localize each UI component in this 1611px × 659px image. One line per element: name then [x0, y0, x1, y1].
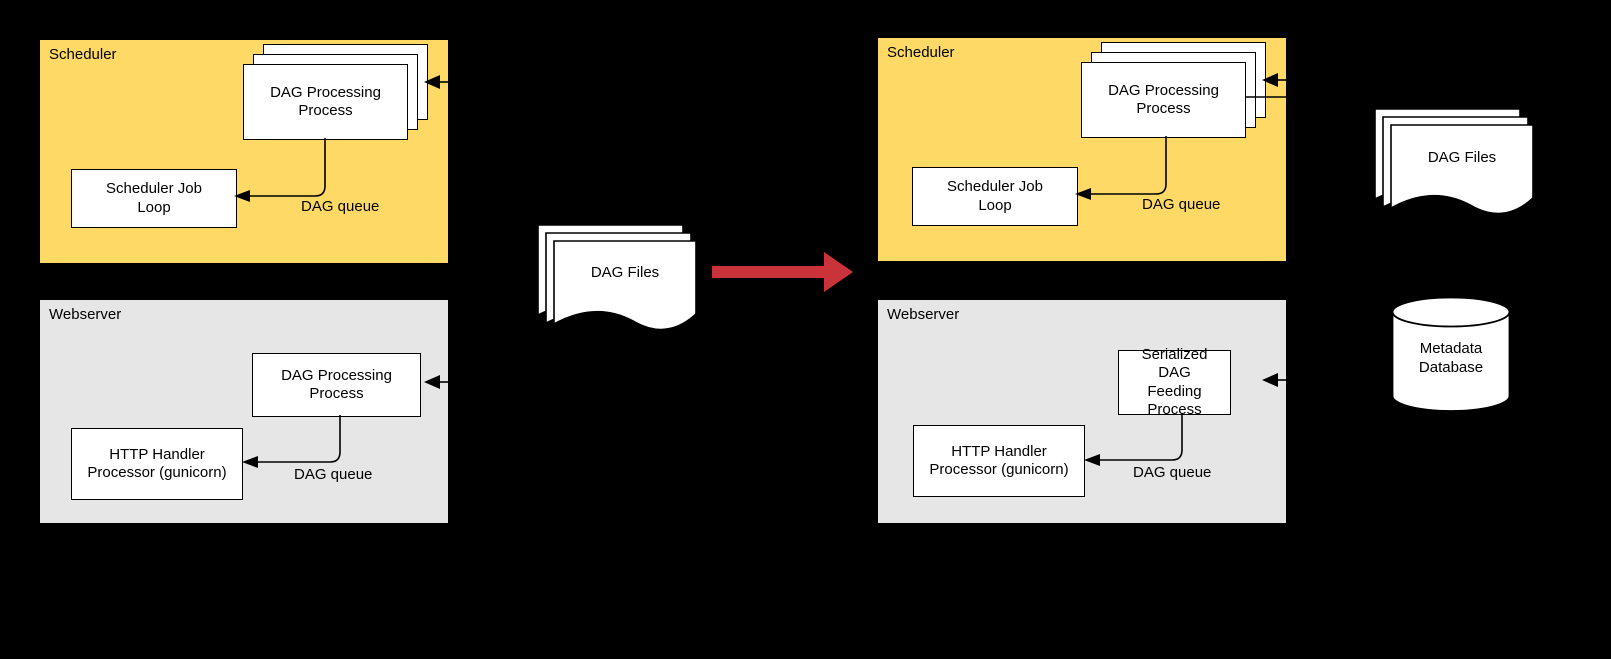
label-line-2: Database [1418, 358, 1484, 376]
label-line-2: Feeding Process [1147, 382, 1202, 418]
center-dag-files-label: DAG Files [590, 264, 660, 281]
transition-arrow [712, 252, 854, 292]
right-scheduler-dag-queue-label: DAG queue [1142, 196, 1221, 213]
left-scheduler-title: Scheduler [49, 46, 117, 63]
right-webserver-dag-queue-label: DAG queue [1133, 464, 1212, 481]
left-webserver-title: Webserver [49, 306, 122, 323]
label-line-1: DAG Processing [1108, 81, 1219, 99]
label-line-1: HTTP Handler [951, 442, 1047, 460]
label-line-1: Scheduler Job [947, 178, 1043, 196]
left-scheduler-dag-queue-label: DAG queue [301, 198, 380, 215]
label-line-1: DAG Processing [281, 366, 392, 384]
label-line-1: DAG Processing [270, 83, 381, 101]
label-line-2: Processor (gunicorn) [929, 461, 1069, 478]
label-line-2: Process [309, 385, 364, 402]
label-line-2: Process [1136, 100, 1191, 117]
right-dag-files-docstack[interactable]: DAG Files [1370, 104, 1535, 224]
right-webserver-title: Webserver [887, 306, 960, 323]
label-line-2: Loop [137, 198, 171, 216]
label-line-2: Loop [978, 196, 1012, 214]
label-line-2: Processor (gunicorn) [87, 464, 227, 481]
label-line-1: Metadata [1419, 340, 1483, 357]
right-scheduler-title: Scheduler [887, 44, 955, 61]
right-dag-files-label: DAG Files [1427, 149, 1497, 166]
left-webserver-dag-queue-label: DAG queue [294, 466, 373, 483]
label-line-1: Scheduler Job [106, 180, 202, 198]
label-line-2: Process [298, 102, 353, 119]
label-line-1: Serialized DAG [1141, 345, 1208, 382]
label-line-1: HTTP Handler [109, 445, 205, 463]
center-dag-files-docstack[interactable]: DAG Files [533, 220, 698, 340]
